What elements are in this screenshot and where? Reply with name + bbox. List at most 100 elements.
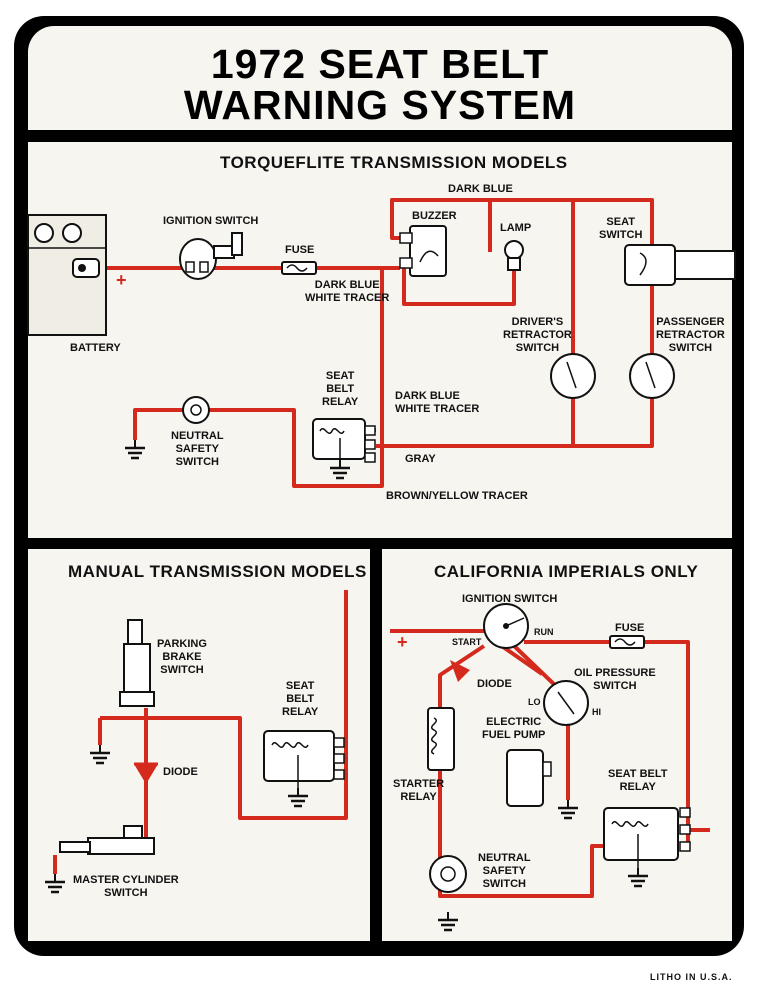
title-line-2: WARNING SYSTEM <box>183 82 577 128</box>
ignition-switch-icon <box>179 232 243 280</box>
pbs-line-2: BRAKE <box>162 651 202 663</box>
casbr-line-2: RELAY <box>619 781 656 793</box>
neutral-safety-switch-icon <box>123 396 210 460</box>
sr-line-2: RELAY <box>400 791 437 803</box>
ca-fuse-icon <box>609 635 645 649</box>
ca-diode-label: DIODE <box>477 678 512 690</box>
ca-seat-belt-relay-label: SEAT BELT RELAY <box>608 768 667 794</box>
pbs-line-3: SWITCH <box>160 664 204 676</box>
master-cylinder-switch-icon <box>43 825 155 894</box>
seat-switch-icon <box>624 244 736 286</box>
gray-label: GRAY <box>405 453 436 465</box>
ops-line-2: SWITCH <box>593 680 637 692</box>
seat-belt-relay-label: SEAT BELT RELAY <box>322 370 358 409</box>
dbwt-line-2: WHITE TRACER <box>305 292 390 304</box>
seat-switch-label: SEAT SWITCH <box>599 216 642 242</box>
battery-icon <box>27 214 107 336</box>
pbs-line-1: PARKING <box>157 638 207 650</box>
dbwt2-line-2: WHITE TRACER <box>395 403 480 415</box>
seat-switch-line-2: SWITCH <box>599 229 643 241</box>
casbr-line-1: SEAT BELT <box>608 768 668 780</box>
drivers-line-3: SWITCH <box>515 342 560 354</box>
battery-label: BATTERY <box>70 342 121 354</box>
buzzer-label: BUZZER <box>412 210 457 222</box>
starter-relay-icon <box>427 707 455 771</box>
passenger-retractor-switch-icon <box>629 353 675 399</box>
sbr-line-1: SEAT <box>325 370 355 382</box>
sbr-line-2: BELT <box>326 383 355 395</box>
lamp-label: LAMP <box>500 222 532 234</box>
dark-blue-label: DARK BLUE <box>448 183 513 195</box>
cansss-line-1: NEUTRAL <box>478 852 531 864</box>
hi-label: HI <box>592 707 601 717</box>
dbwt-line-1: DARK BLUE <box>314 279 380 291</box>
title-line-1: 1972 SEAT BELT <box>210 41 550 87</box>
fuse-icon <box>281 261 317 275</box>
ca-ignition-switch-label: IGNITION SWITCH <box>462 593 558 605</box>
drivers-retractor-switch-icon <box>550 353 596 399</box>
passenger-retractor-label: PASSENGER RETRACTOR SWITCH <box>656 316 725 355</box>
ca-diode-icon <box>450 660 470 682</box>
buzzer-icon <box>399 225 447 277</box>
ca-plus-label: + <box>397 632 408 652</box>
lo-label: LO <box>528 697 541 707</box>
mcs-line-1: MASTER CYLINDER <box>73 874 179 886</box>
footer-litho: LITHO IN U.S.A. <box>650 972 733 982</box>
efp-line-2: FUEL PUMP <box>482 729 546 741</box>
diode-icon <box>134 762 158 784</box>
nss-line-1: NEUTRAL <box>171 430 224 442</box>
cansss-line-2: SAFETY <box>482 865 526 877</box>
dark-blue-white-tracer-2-label: DARK BLUE WHITE TRACER <box>395 390 479 416</box>
manual-diode-label: DIODE <box>163 766 198 778</box>
msbr-line-3: RELAY <box>282 706 319 718</box>
start-label: START <box>452 637 482 647</box>
ca-seat-belt-relay-icon <box>603 807 691 888</box>
torqueflite-heading: TORQUEFLITE TRANSMISSION MODELS <box>220 153 568 172</box>
sbr-line-3: RELAY <box>322 396 359 408</box>
neutral-safety-switch-label: NEUTRAL SAFETY SWITCH <box>171 430 224 469</box>
drivers-line-1: DRIVER'S <box>511 316 564 328</box>
passenger-line-2: RETRACTOR <box>656 329 725 341</box>
run-label: RUN <box>534 627 554 637</box>
fuse-label: FUSE <box>285 244 315 256</box>
california-heading: CALIFORNIA IMPERIALS ONLY <box>434 562 699 581</box>
efp-line-1: ELECTRIC <box>486 716 542 728</box>
manual-seat-belt-relay-icon <box>263 730 345 808</box>
ca-fuse-label: FUSE <box>615 622 645 634</box>
electric-fuel-pump-label: ELECTRIC FUEL PUMP <box>482 716 545 742</box>
dark-blue-white-tracer-label: DARK BLUE WHITE TRACER <box>305 279 389 305</box>
ca-ignition-switch-icon <box>483 603 529 649</box>
torqueflite-wires <box>96 198 654 488</box>
electric-fuel-pump-icon <box>506 749 580 820</box>
msbr-line-2: BELT <box>286 693 315 705</box>
drivers-retractor-label: DRIVER'S RETRACTOR SWITCH <box>503 316 572 355</box>
nss-line-2: SAFETY <box>175 443 219 455</box>
manual-heading: MANUAL TRANSMISSION MODELS <box>68 562 367 581</box>
seat-switch-line-1: SEAT <box>606 216 635 228</box>
lamp-icon <box>504 240 524 271</box>
passenger-line-1: PASSENGER <box>656 316 725 328</box>
ca-neutral-safety-switch-label: NEUTRAL SAFETY SWITCH <box>478 852 531 891</box>
sr-line-1: STARTER <box>393 778 445 790</box>
mcs-line-2: SWITCH <box>104 887 148 899</box>
master-cylinder-switch-label: MASTER CYLINDER SWITCH <box>73 874 179 900</box>
manual-seat-belt-relay-label: SEAT BELT RELAY <box>282 680 318 719</box>
battery-plus-label: + <box>116 270 127 290</box>
passenger-line-3: SWITCH <box>668 342 713 354</box>
title-panel <box>28 26 732 130</box>
oil-pressure-switch-icon <box>543 680 589 726</box>
nss-line-3: SWITCH <box>175 456 219 468</box>
brown-yellow-tracer-label: BROWN/YELLOW TRACER <box>386 490 528 502</box>
msbr-line-1: SEAT <box>285 680 315 692</box>
drivers-line-2: RETRACTOR <box>503 329 572 341</box>
ignition-switch-label: IGNITION SWITCH <box>163 215 259 227</box>
ops-line-1: OIL PRESSURE <box>574 667 656 679</box>
dbwt2-line-1: DARK BLUE <box>395 390 460 402</box>
seat-belt-relay-icon <box>312 418 376 480</box>
starter-relay-label: STARTER RELAY <box>393 778 444 804</box>
parking-brake-switch-label: PARKING BRAKE SWITCH <box>157 638 207 677</box>
oil-pressure-switch-label: OIL PRESSURE SWITCH <box>574 667 656 693</box>
manual-wires <box>53 590 348 874</box>
ca-neutral-safety-switch-icon <box>429 855 467 932</box>
